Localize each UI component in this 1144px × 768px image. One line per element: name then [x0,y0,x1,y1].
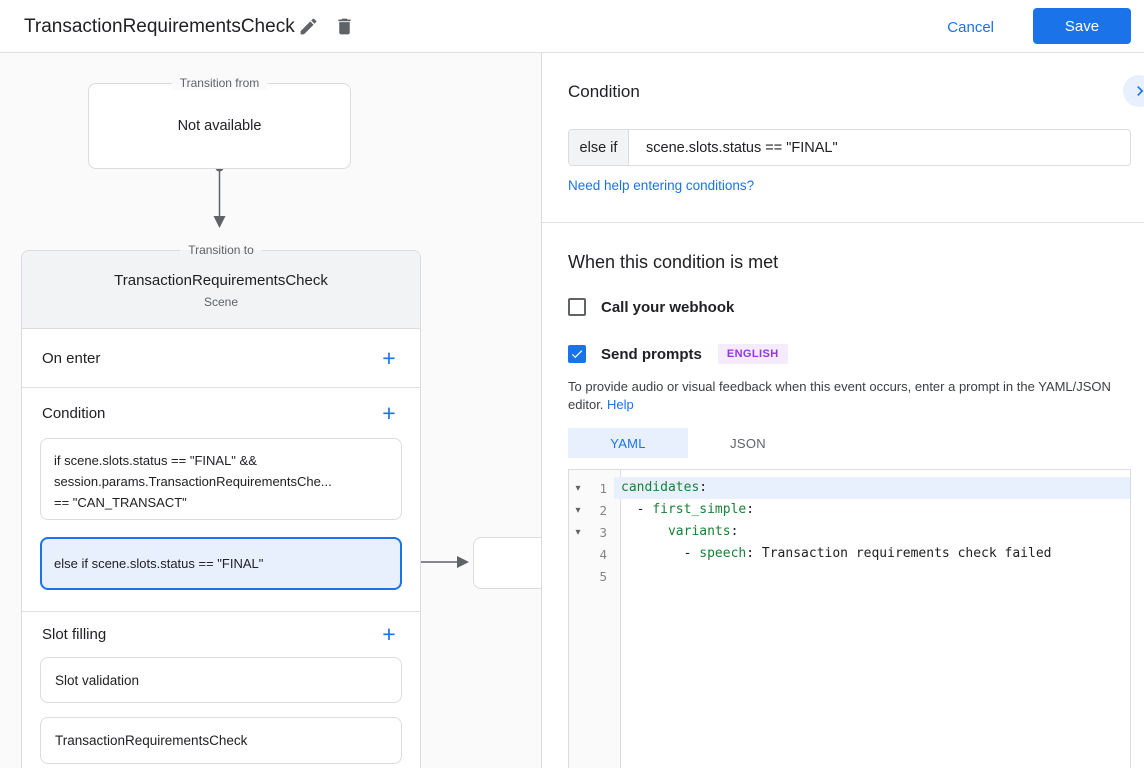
line-number: 2 [599,502,607,518]
line-number: 3 [599,524,607,540]
send-prompts-label[interactable]: Send prompts [601,345,702,363]
editor-gutter [569,470,621,768]
condition-input-group: else if scene.slots.status == "FINAL" [568,129,1131,166]
collapse-panel-button[interactable] [1123,75,1144,107]
trash-icon [334,18,355,40]
slot-item[interactable]: TransactionRequirementsCheck [40,717,402,764]
scene-name: TransactionRequirementsCheck [114,272,328,289]
slot-filling-section-row: Slot filling + [22,612,420,657]
conditions-help-link[interactable]: Need help entering conditions? [568,178,755,193]
send-prompts-row: Send prompts ENGLISH [568,344,1131,364]
prompt-helper-text: To provide audio or visual feedback when… [568,378,1131,413]
transition-target-box[interactable] [473,537,541,589]
edit-title-button[interactable] [296,15,320,39]
language-badge: ENGLISH [717,344,788,364]
chevron-right-icon [1128,85,1144,104]
panel-title: Condition [568,82,640,101]
top-bar: TransactionRequirementsCheck Cancel Save [0,0,1144,53]
code-line[interactable]: ▾ 1 candidates: [569,477,1130,499]
on-enter-row: On enter + [22,329,420,388]
scene-card-header[interactable]: TransactionRequirementsCheck Scene [22,251,420,329]
delete-scene-button[interactable] [332,15,356,39]
scene-card: Transition to TransactionRequirementsChe… [21,243,421,768]
slot-item[interactable]: Slot validation [40,657,402,703]
cancel-button[interactable]: Cancel [931,9,1010,45]
fold-arrow-icon[interactable]: ▾ [575,526,581,538]
condition-text-line: if scene.slots.status == "FINAL" && [54,453,257,468]
code-line[interactable]: ▾ 2 - first_simple: [569,499,1130,521]
transition-from-value: Not available [177,118,262,134]
condition-prefix-label: else if [569,130,629,165]
slot-filling-label: Slot filling [42,626,107,643]
scene-graph-canvas: Transition from Not available Transition… [0,53,541,768]
add-condition-button[interactable]: + [376,400,402,426]
line-number: 5 [599,568,607,584]
helper-text: To provide audio or visual feedback when… [568,379,1111,412]
call-webhook-label[interactable]: Call your webhook [601,298,735,316]
tab-json[interactable]: JSON [730,435,766,451]
transition-from-legend: Transition from [171,76,268,90]
line-number: 1 [599,480,607,496]
slot-item-label: Slot validation [55,672,140,688]
fold-arrow-icon[interactable]: ▾ [575,504,581,516]
condition-expression-input[interactable]: scene.slots.status == "FINAL" [646,139,838,156]
code-line[interactable]: 5 [569,565,1130,587]
condition-item-selected[interactable]: else if scene.slots.status == "FINAL" [40,537,402,590]
pencil-icon [298,18,319,40]
on-enter-label: On enter [42,349,101,367]
line-number: 4 [599,546,607,562]
condition-section-row: Condition + [22,388,420,438]
code-line[interactable]: 4 - speech: Transaction requirements che… [569,543,1130,565]
panel-divider [542,222,1144,223]
tab-yaml[interactable]: YAML [568,428,688,458]
condition-text-line: == "CAN_TRANSACT" [54,495,187,510]
save-button[interactable]: Save [1033,8,1131,44]
call-webhook-checkbox[interactable] [568,298,586,316]
condition-text-line: else if scene.slots.status == "FINAL" [54,556,264,571]
send-prompts-checkbox[interactable] [568,345,586,363]
condition-section-label: Condition [42,404,106,422]
editor-tabs: YAML JSON [568,428,1131,458]
page-title: TransactionRequirementsCheck [24,16,295,37]
condition-text-line: session.params.TransactionRequirementsCh… [54,474,332,489]
yaml-code-editor[interactable]: ▾ 1 candidates: ▾ 2 - first_simple: ▾ 3 … [568,469,1131,768]
condition-met-section-title: When this condition is met [568,252,779,272]
add-on-enter-button[interactable]: + [376,345,402,371]
webhook-row: Call your webhook [568,298,1131,316]
transition-from-box: Transition from Not available [88,76,351,169]
slot-item-label: TransactionRequirementsCheck [55,733,248,748]
scene-type-label: Scene [203,295,239,309]
help-link[interactable]: Help [607,396,634,412]
code-line[interactable]: ▾ 3 variants: [569,521,1130,543]
section-divider [22,611,420,612]
condition-detail-panel: Condition else if scene.slots.status == … [541,53,1144,768]
add-slot-button[interactable]: + [376,622,402,648]
transition-to-legend: Transition to [180,243,262,257]
condition-item[interactable]: if scene.slots.status == "FINAL" && sess… [40,438,402,520]
fold-arrow-icon[interactable]: ▾ [575,482,581,494]
